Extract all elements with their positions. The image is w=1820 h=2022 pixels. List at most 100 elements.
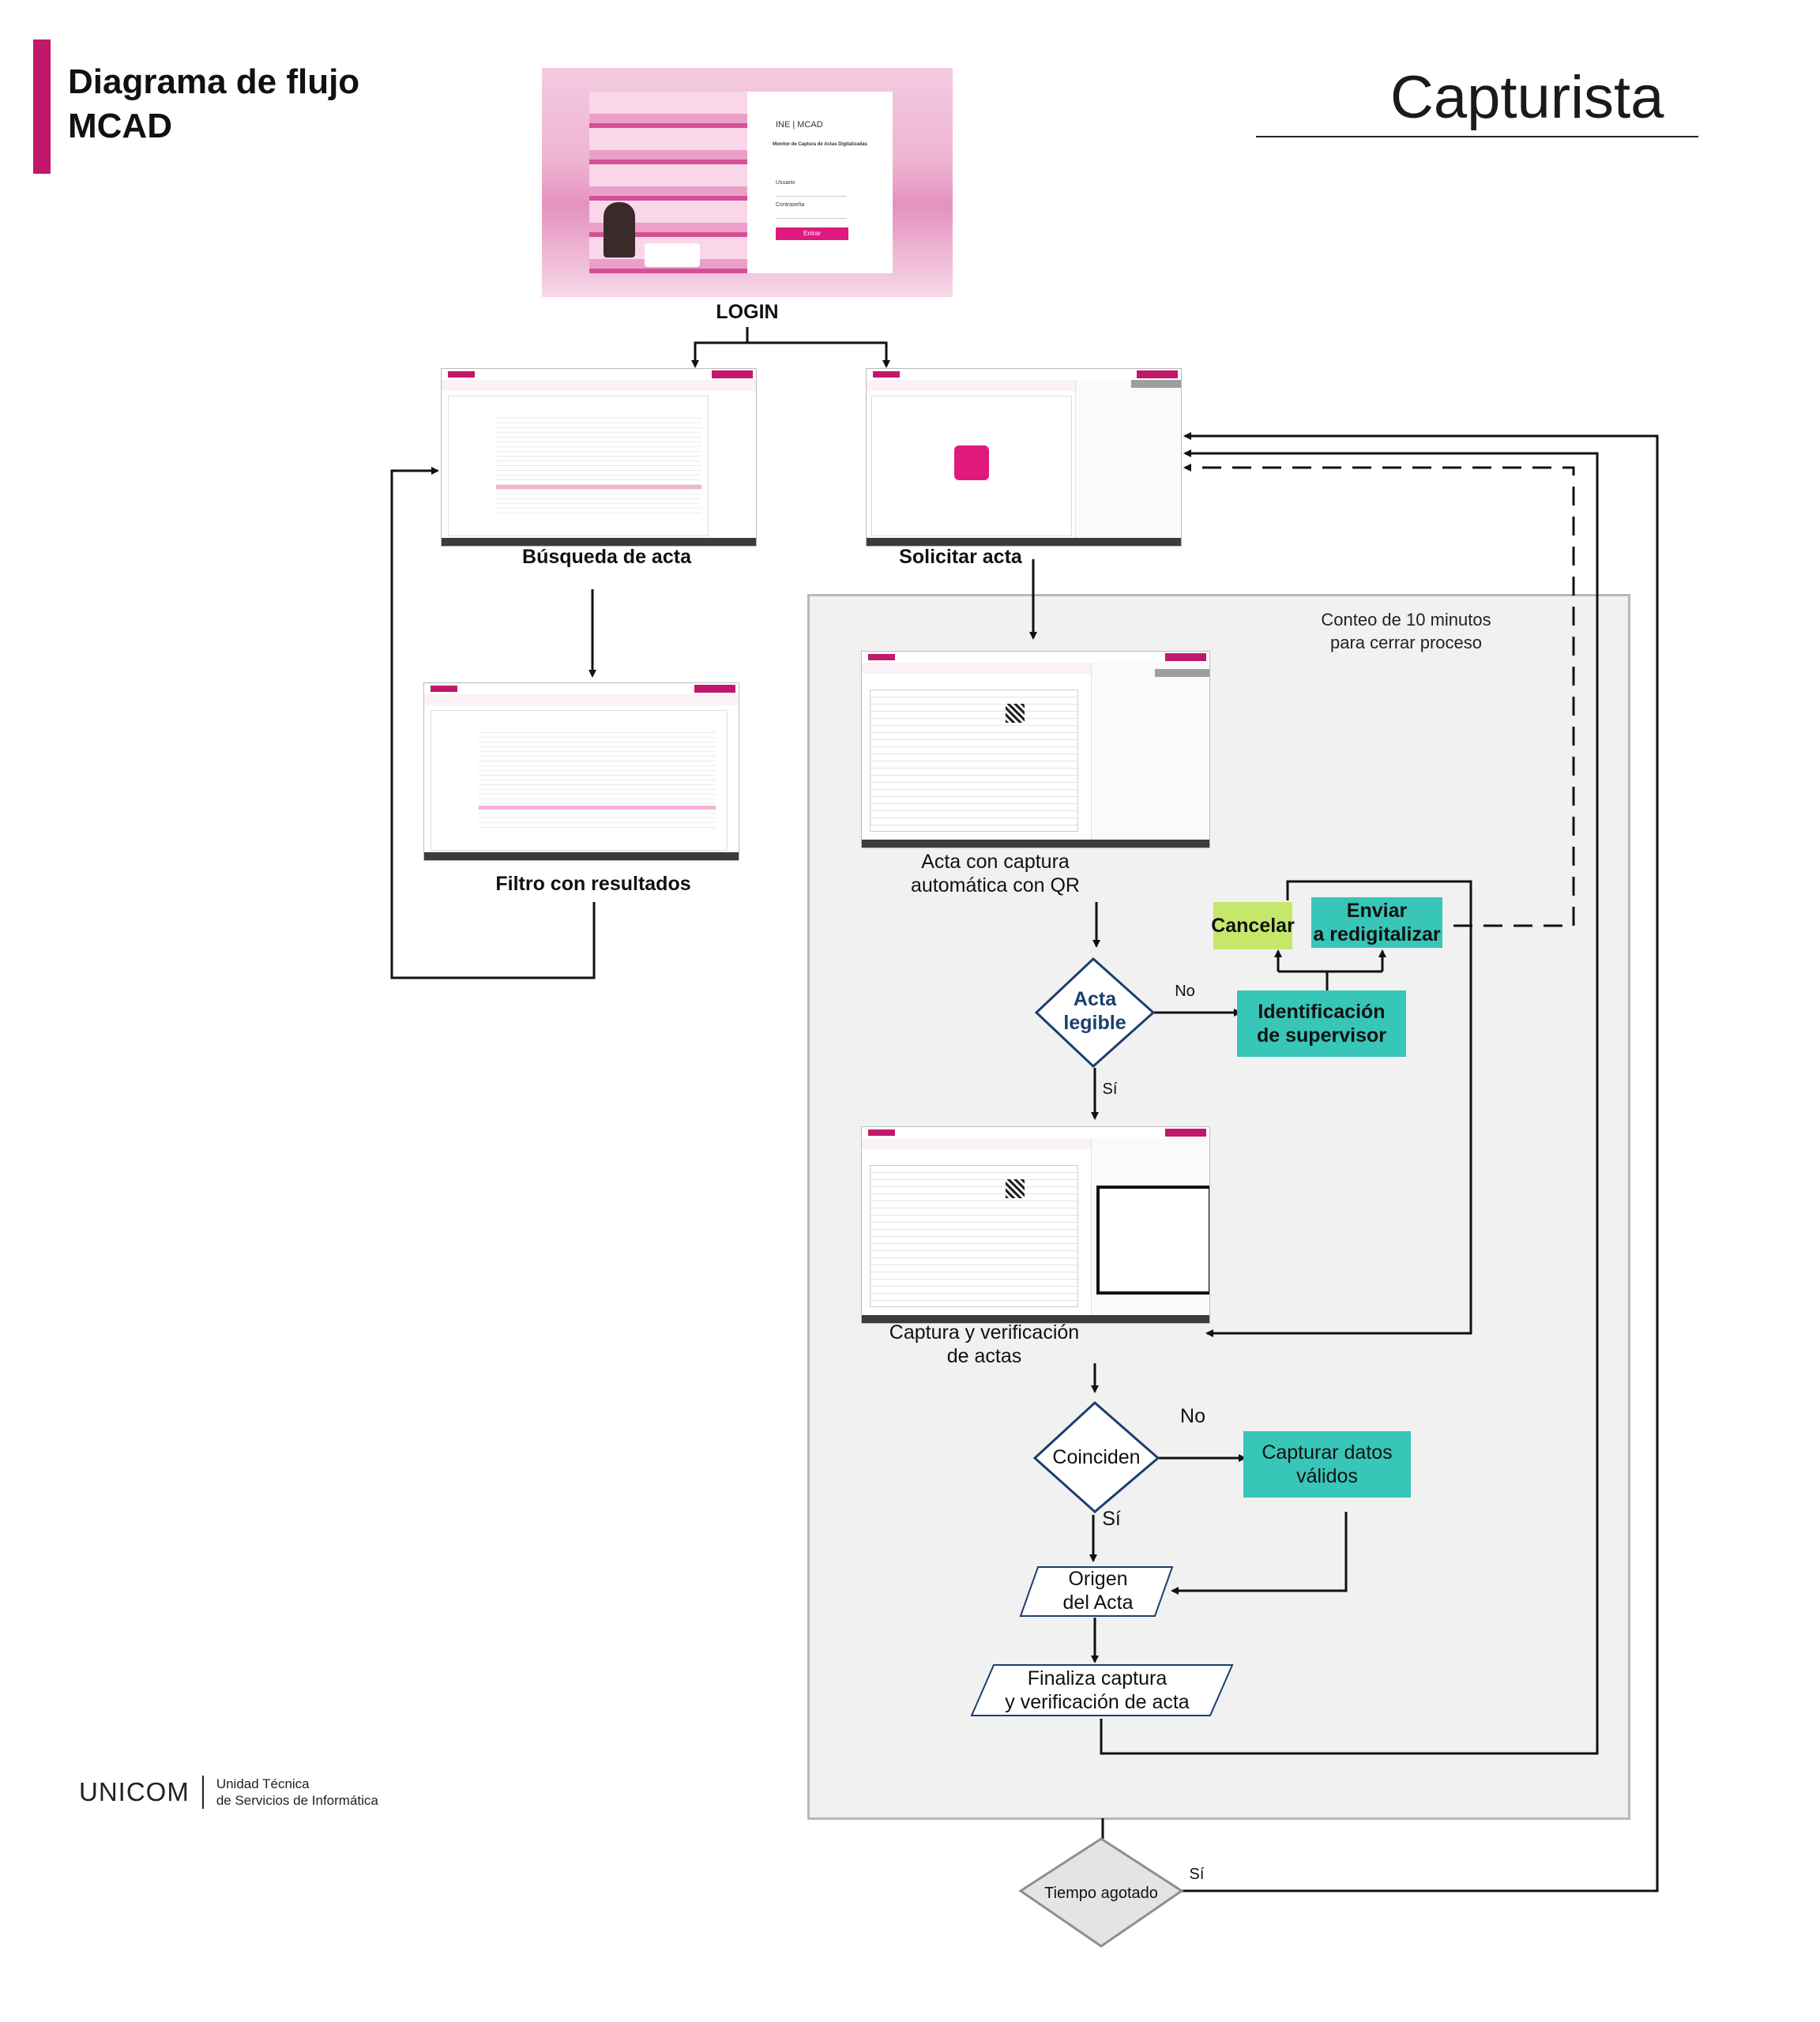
decision-tiempo-diamond — [1018, 1837, 1184, 1948]
verificacion-label: Captura y verificación de actas — [866, 1321, 1103, 1368]
qr-code-icon — [1006, 1179, 1025, 1198]
edge-capturar-origen — [1171, 1512, 1348, 1595]
user-menu-button[interactable] — [1165, 653, 1206, 661]
enviar-line2: a redigitalizar — [1313, 923, 1441, 945]
login-enter-button[interactable]: Entrar — [776, 227, 848, 240]
footer-separator — [201, 1776, 204, 1809]
user-menu-button[interactable] — [1137, 370, 1178, 378]
origen-line1: Origen — [1068, 1568, 1128, 1590]
login-user-field[interactable] — [776, 190, 847, 197]
filtro-label: Filtro con resultados — [495, 873, 691, 895]
qr-code-icon — [1006, 704, 1025, 723]
edge-tiempo-solicitar — [1182, 432, 1659, 1892]
io-origen-shape — [1019, 1566, 1174, 1617]
user-menu-button[interactable] — [694, 685, 735, 693]
busqueda-table-panel — [448, 396, 709, 536]
edge-login-split — [691, 327, 749, 368]
user-menu-button[interactable] — [1165, 1129, 1206, 1137]
busqueda-screenshot — [441, 368, 757, 547]
cancelar-box: Cancelar — [1211, 902, 1295, 949]
login-password-label: Contraseña — [776, 202, 805, 208]
login-card: INE | MCAD Monitor de Captura de Actas D… — [747, 92, 893, 273]
edge-label-si-legible: Sí — [1102, 1081, 1118, 1098]
role-underline — [1256, 136, 1698, 137]
edge-cancelar-verificacion — [1205, 880, 1472, 1337]
verificacion-label-line1: Captura y verificación — [889, 1321, 1080, 1344]
captura-qr-label: Acta con captura automática con QR — [877, 850, 1114, 897]
finaliza-text: Finaliza captura y verificación de acta — [983, 1667, 1212, 1714]
verificacion-screenshot — [861, 1126, 1210, 1324]
edge-label-si-tiempo: Sí — [1189, 1866, 1205, 1883]
verificacion-label-line2: de actas — [946, 1345, 1022, 1367]
solicitar-screenshot — [866, 368, 1182, 547]
ine-logo-icon — [431, 686, 457, 692]
finaliza-line1: Finaliza captura — [1027, 1667, 1168, 1689]
verificacion-modal — [1096, 1186, 1209, 1295]
footer-brand: UNICOM — [79, 1777, 190, 1806]
login-password-field[interactable] — [776, 212, 847, 219]
title-accent-bar — [33, 39, 51, 174]
footer-sub-line2: de Servicios de Informática — [216, 1793, 378, 1808]
login-screenshot: INE | MCAD Monitor de Captura de Actas D… — [542, 68, 953, 297]
decision-tiempo-text: Tiempo agotado — [1044, 1885, 1158, 1902]
busqueda-table-rows — [496, 414, 701, 515]
busqueda-subbar — [442, 380, 756, 391]
busqueda-footerbar — [442, 538, 756, 546]
finaliza-line2: y verificación de acta — [1005, 1691, 1190, 1713]
decision-legible-diamond — [1034, 957, 1156, 1069]
solicitar-side-tab[interactable] — [1131, 380, 1181, 388]
login-brand: INE | MCAD — [776, 120, 823, 130]
user-menu-button[interactable] — [712, 370, 753, 378]
captura-qr-side-tab[interactable] — [1155, 669, 1209, 677]
ine-logo-icon — [868, 654, 895, 660]
filtro-table-rows — [479, 728, 716, 829]
captura-qr-side-form — [1091, 663, 1209, 841]
solicitar-side-form — [1075, 380, 1181, 539]
capturar-datos-box: Capturar datos válidos — [1243, 1431, 1411, 1498]
filtro-selected-row[interactable] — [479, 806, 716, 810]
enviar-line1: Enviar — [1346, 900, 1408, 922]
edge-filtro-busqueda — [390, 467, 596, 979]
captura-qr-label-line2: automática con QR — [911, 874, 1080, 896]
ine-logo-icon — [873, 371, 900, 378]
decision-legible-line1: Acta — [1073, 988, 1117, 1010]
document-title-line2: MCAD — [68, 107, 172, 145]
document-title-line1: Diagrama de flujo — [68, 62, 360, 101]
ine-logo-icon — [448, 371, 475, 378]
busqueda-selected-row[interactable] — [496, 485, 701, 489]
ine-logo-icon — [868, 1129, 895, 1136]
io-finaliza-shape — [970, 1664, 1234, 1716]
edge-label-no-legible: No — [1175, 983, 1195, 1000]
footer-sub-line1: Unidad Técnica — [216, 1776, 310, 1791]
supervisor-box: Identificación de supervisor — [1237, 990, 1406, 1057]
edge-login-solicitar — [747, 341, 890, 368]
edge-finaliza-solicitar — [1100, 449, 1599, 1755]
zone-note-line1: Conteo de 10 minutos — [1321, 610, 1491, 630]
edge-label-no-coinciden: No — [1180, 1405, 1205, 1427]
filtro-screenshot — [423, 682, 739, 861]
captura-qr-footerbar — [862, 840, 1209, 848]
decision-legible-line2: legible — [1063, 1012, 1126, 1034]
footer-branding: UNICOM Unidad Técnica de Servicios de In… — [79, 1776, 378, 1809]
login-illustration-figure-icon — [604, 202, 635, 257]
solicitar-footerbar — [867, 538, 1181, 546]
footer-subtitle: Unidad Técnica de Servicios de Informáti… — [216, 1776, 378, 1809]
decision-legible-text: Acta legible — [1030, 987, 1160, 1035]
verificacion-side-form — [1091, 1138, 1209, 1317]
supervisor-line2: de supervisor — [1257, 1024, 1386, 1047]
login-subtitle: Monitor de Captura de Actas Digitalizada… — [773, 142, 867, 147]
role-title: Capturista — [1390, 64, 1664, 131]
origen-line2: del Acta — [1062, 1592, 1134, 1614]
filtro-table-panel — [431, 710, 728, 851]
zone-note: Conteo de 10 minutos para cerrar proceso — [1280, 608, 1532, 654]
captura-qr-screenshot — [861, 651, 1210, 848]
document-title: Diagrama de flujo MCAD — [68, 60, 359, 148]
login-user-label: Usuario — [776, 180, 795, 186]
busqueda-label: Búsqueda de acta — [522, 546, 691, 568]
verificacion-footerbar — [862, 1315, 1209, 1323]
solicitar-request-panel — [871, 396, 1072, 536]
origen-text: Origen del Acta — [1035, 1567, 1161, 1614]
captura-qr-acta-image — [870, 690, 1078, 832]
solicitar-acta-icon[interactable] — [954, 445, 989, 480]
decision-coinciden-text: Coinciden — [1052, 1446, 1141, 1468]
